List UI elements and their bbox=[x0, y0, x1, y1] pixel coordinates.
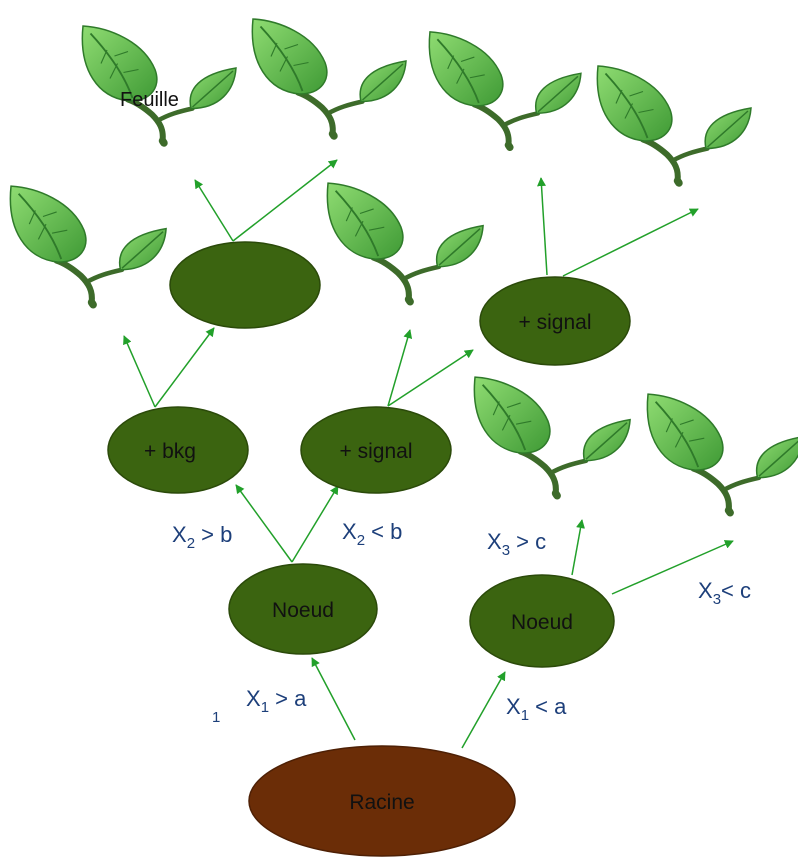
edge-right-leaf2 bbox=[611, 540, 734, 595]
leaf-right-2 bbox=[647, 394, 798, 513]
signal-mid-label: + signal bbox=[340, 440, 413, 463]
edge-left-bkg bbox=[235, 484, 293, 563]
edges bbox=[123, 159, 734, 749]
leaf-mid-2 bbox=[327, 183, 483, 302]
leaf-sprout-icon bbox=[252, 19, 406, 136]
leaf-top-3 bbox=[429, 32, 581, 147]
leaf-top-4 bbox=[597, 66, 751, 183]
leaf-sprout-icon bbox=[327, 183, 483, 302]
root-node: Racine bbox=[248, 745, 516, 857]
edge-signaltop-leaf1 bbox=[537, 177, 548, 276]
edge-root-left bbox=[311, 657, 356, 741]
edge-bkg-blank bbox=[154, 327, 215, 408]
edge-signaltop-leaf2 bbox=[562, 208, 699, 277]
left-node: Noeud bbox=[228, 563, 378, 655]
condition-x2-greater: X2 > b bbox=[172, 522, 232, 552]
left-node-label: Noeud bbox=[272, 599, 334, 622]
blank-node bbox=[169, 241, 321, 329]
condition-x3-less: X3< c bbox=[698, 578, 751, 608]
condition-x1-greater: X1 > a bbox=[246, 686, 307, 716]
stray-subscript-mark: 1 bbox=[212, 709, 220, 726]
leaf-sprout-icon bbox=[474, 377, 630, 496]
edge-blank-leaf2 bbox=[232, 159, 338, 242]
edge-signal-leaf bbox=[387, 329, 413, 407]
leaf-sprout-icon bbox=[597, 66, 751, 183]
leaf-right-1 bbox=[474, 377, 630, 496]
leaf-sprout-icon bbox=[82, 26, 236, 143]
leaf-title-label: Feuille bbox=[120, 89, 179, 111]
root-label: Racine bbox=[349, 791, 414, 814]
edge-signal-signal bbox=[387, 349, 474, 407]
bkg-node-label: + bkg bbox=[144, 440, 196, 463]
condition-x1-less: X1 < a bbox=[506, 694, 567, 724]
signal-top-node: + signal bbox=[479, 276, 631, 366]
edge-left-signal bbox=[291, 485, 339, 563]
leaf-sprout-icon bbox=[429, 32, 581, 147]
edge-root-right bbox=[461, 671, 506, 749]
edge-right-leaf1 bbox=[571, 519, 585, 576]
edge-blank-leaf1 bbox=[194, 179, 234, 242]
right-node-label: Noeud bbox=[511, 611, 573, 634]
leaf-sprout-icon bbox=[10, 186, 166, 305]
leaf-top-2 bbox=[252, 19, 406, 136]
signal-mid-node: + signal bbox=[300, 406, 452, 494]
right-node: Noeud bbox=[469, 574, 615, 668]
leaf-top-1 bbox=[82, 26, 236, 143]
leaf-sprout-icon bbox=[647, 394, 798, 513]
condition-x2-less: X2 < b bbox=[342, 519, 402, 549]
condition-x3-greater: X3 > c bbox=[487, 529, 546, 559]
bkg-node: + bkg bbox=[107, 406, 249, 494]
edge-bkg-leaf bbox=[123, 335, 156, 408]
leaf-mid-1 bbox=[10, 186, 166, 305]
signal-top-label: + signal bbox=[519, 311, 592, 334]
